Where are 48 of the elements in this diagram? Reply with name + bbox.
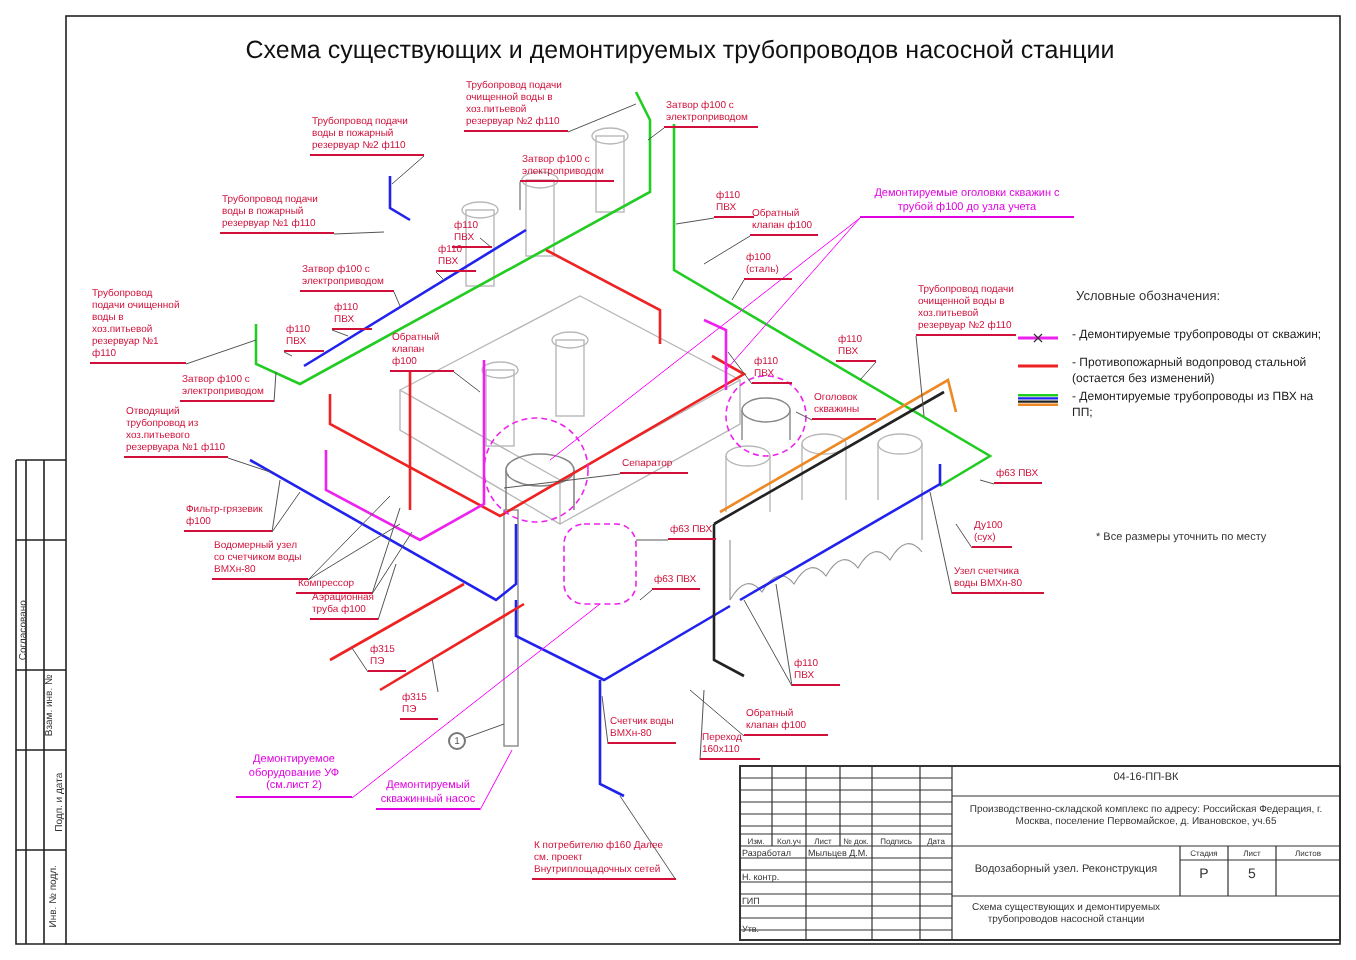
leader-line [371, 507, 401, 595]
leader-line [464, 723, 505, 739]
leader-line [699, 689, 705, 761]
leader-line [639, 589, 653, 601]
leader-line [479, 237, 493, 249]
leader-line [307, 495, 391, 581]
leader-line [979, 479, 995, 485]
leader-line [331, 329, 349, 337]
leader-line [371, 531, 413, 595]
leader-line [915, 335, 925, 417]
leader-line [431, 657, 439, 693]
leader-line [601, 695, 609, 745]
leader-line [549, 217, 861, 461]
leader-line [185, 339, 257, 365]
leader-line [479, 749, 513, 811]
leader-line [271, 479, 281, 533]
leader-line [727, 351, 753, 385]
leader-line [675, 217, 715, 225]
leader-line [859, 361, 877, 381]
drawing-title: Схема существующих и демонтируемых трубопроводов насосной станции [243, 36, 1117, 64]
leader-line [929, 491, 953, 595]
leader-line [731, 279, 745, 301]
leader-line [775, 583, 793, 687]
leader-line [795, 411, 813, 421]
leader-line [391, 155, 425, 185]
leader-line [377, 563, 397, 621]
leader-line [283, 351, 293, 357]
leader-line [503, 473, 621, 489]
leader-line [273, 371, 277, 403]
leader-line [351, 603, 601, 799]
leader-line [333, 231, 385, 235]
leader-line [393, 291, 401, 307]
leader-line [647, 127, 665, 141]
leader-line [271, 491, 301, 533]
leader-line [703, 235, 751, 265]
leader-line [435, 271, 445, 281]
leader-line [619, 795, 677, 881]
leader-line [689, 689, 745, 737]
leader-line [955, 523, 973, 549]
leader-line [307, 523, 401, 581]
leader-line [567, 103, 637, 133]
leader-line [227, 457, 271, 473]
leader-line [519, 181, 521, 211]
leader-line [453, 371, 481, 393]
leader-line [351, 647, 369, 673]
leader-line [743, 599, 793, 687]
leader-line [635, 539, 669, 541]
leader-line [725, 217, 861, 371]
